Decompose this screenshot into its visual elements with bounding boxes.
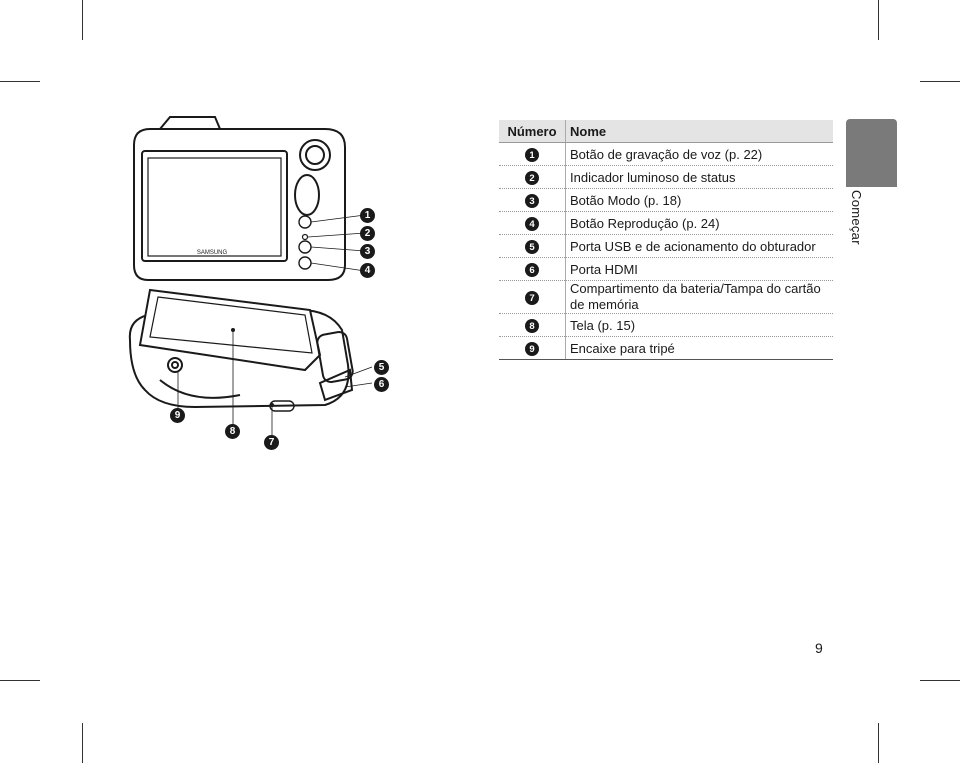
part-name: Porta HDMI: [565, 257, 833, 281]
part-name: Tela (p. 15): [565, 313, 833, 337]
number-badge: 2: [525, 171, 539, 186]
column-header-number: Número: [499, 120, 566, 143]
callout-3: 3: [360, 244, 375, 259]
callout-7: 7: [264, 435, 279, 450]
crop-mark: [0, 680, 40, 681]
table-row: 7 Compartimento da bateria/Tampa do cart…: [499, 280, 833, 314]
table-row: 6 Porta HDMI: [499, 257, 833, 281]
section-tab: [846, 119, 897, 187]
callout-5: 5: [374, 360, 389, 375]
column-header-name: Nome: [565, 120, 833, 143]
part-name: Compartimento da bateria/Tampa do cartão…: [565, 280, 833, 314]
part-name: Botão Reprodução (p. 24): [565, 211, 833, 235]
callout-2: 2: [360, 226, 375, 241]
camera-brand-text: SAMSUNG: [197, 250, 228, 256]
number-badge: 9: [525, 342, 539, 357]
camera-illustration: SAMSUNG: [128, 116, 373, 437]
section-label: Começar: [849, 190, 864, 245]
crop-mark: [920, 680, 960, 681]
callout-4: 4: [360, 263, 375, 278]
table-row: 8 Tela (p. 15): [499, 313, 833, 337]
part-name: Porta USB e de acionamento do obturador: [565, 234, 833, 258]
crop-mark: [878, 0, 879, 40]
table-row: 9 Encaixe para tripé: [499, 336, 833, 360]
callout-9: 9: [170, 408, 185, 423]
number-badge: 1: [525, 148, 539, 163]
number-badge: 5: [525, 240, 539, 255]
table-row: 1 Botão de gravação de voz (p. 22): [499, 142, 833, 166]
part-name: Botão de gravação de voz (p. 22): [565, 142, 833, 166]
part-name: Botão Modo (p. 18): [565, 188, 833, 212]
table-row: 2 Indicador luminoso de status: [499, 165, 833, 189]
table-row: 4 Botão Reprodução (p. 24): [499, 211, 833, 235]
table-row: 3 Botão Modo (p. 18): [499, 188, 833, 212]
number-badge: 3: [525, 194, 539, 209]
callout-1: 1: [360, 208, 375, 223]
number-badge: 4: [525, 217, 539, 232]
part-name: Indicador luminoso de status: [565, 165, 833, 189]
page-number: 9: [815, 640, 823, 656]
table-row: 5 Porta USB e de acionamento do obturado…: [499, 234, 833, 258]
crop-mark: [0, 81, 40, 82]
crop-mark: [920, 81, 960, 82]
callout-8: 8: [225, 424, 240, 439]
crop-mark: [82, 723, 83, 763]
number-badge: 7: [525, 291, 539, 306]
crop-mark: [878, 723, 879, 763]
number-badge: 6: [525, 263, 539, 278]
table-header-row: Número Nome: [499, 120, 833, 143]
parts-table: Número Nome 1 Botão de gravação de voz (…: [499, 120, 833, 360]
callout-6: 6: [374, 377, 389, 392]
crop-mark: [82, 0, 83, 40]
part-name: Encaixe para tripé: [565, 336, 833, 360]
number-badge: 8: [525, 319, 539, 334]
